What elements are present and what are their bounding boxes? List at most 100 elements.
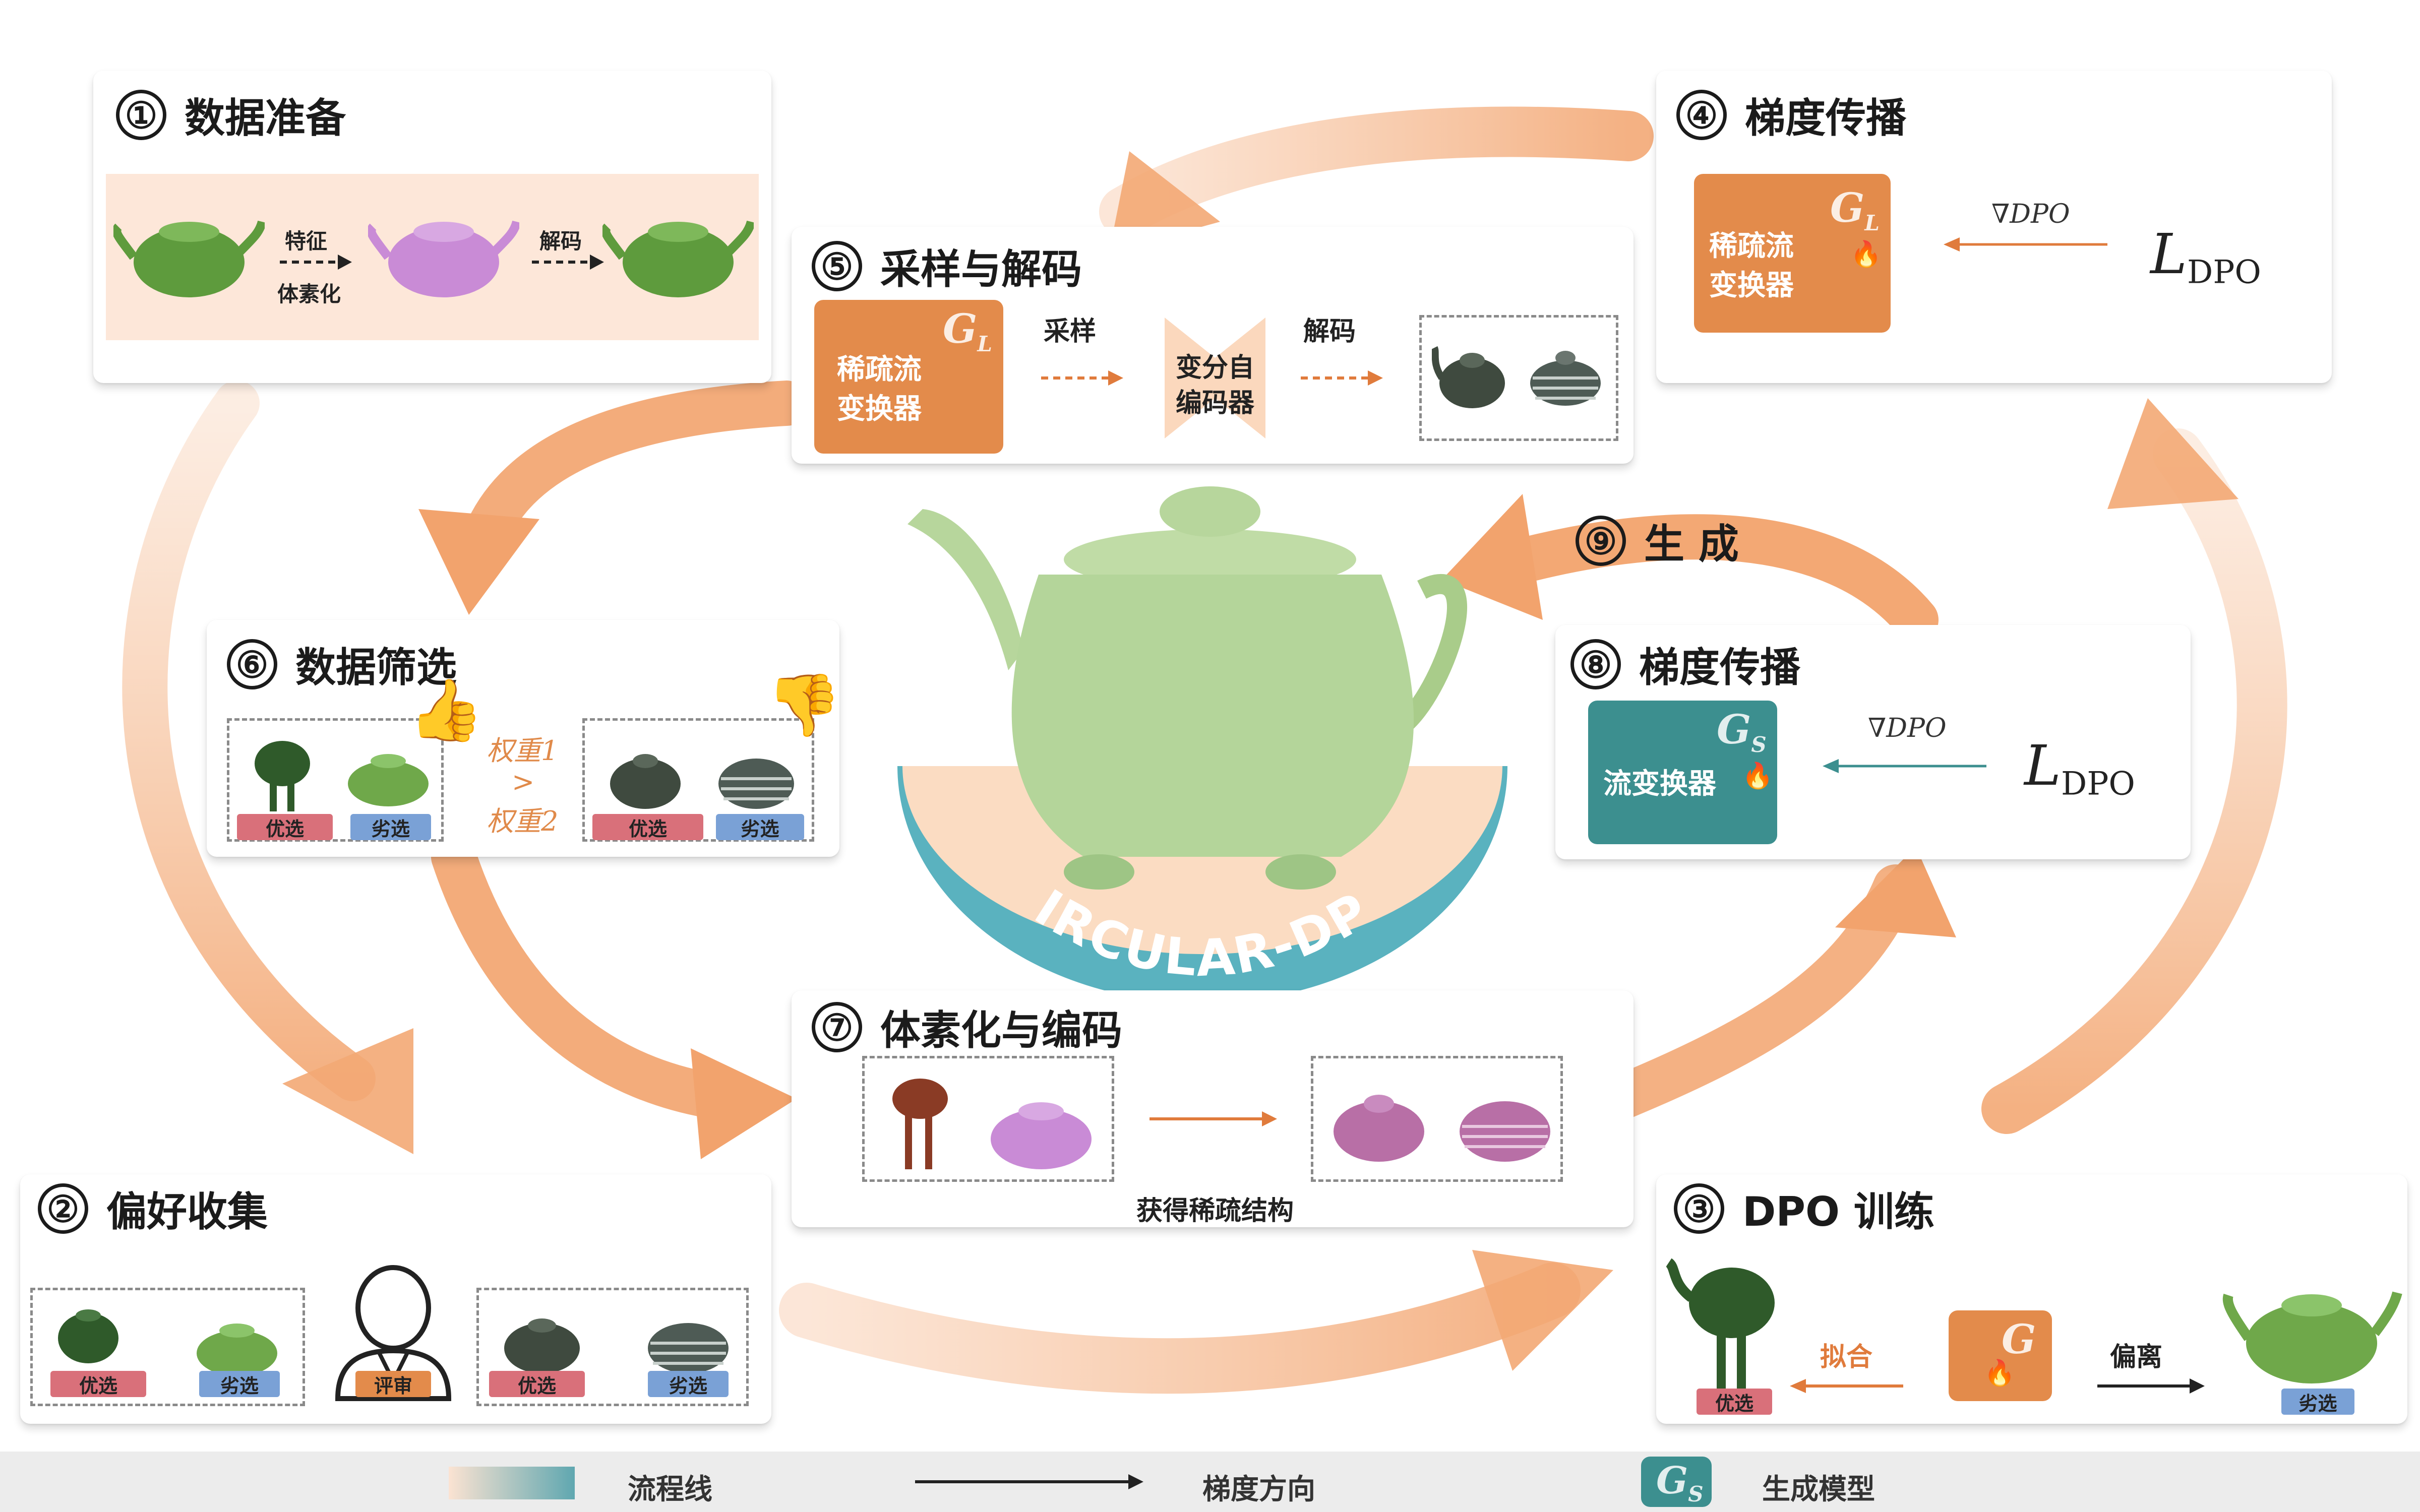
decode-label: 解码: [539, 229, 582, 254]
voxel-pink-2: [1460, 1101, 1550, 1162]
sample-label: 采样: [1044, 317, 1097, 347]
lose-tag: 劣选: [2281, 1389, 2354, 1415]
lose-tag: 劣选: [716, 814, 804, 840]
reviewer-icon: [335, 1265, 452, 1401]
step-title-text: 梯度传播: [1639, 644, 1800, 691]
teapot-green: [197, 1324, 277, 1376]
step-title-text: DPO 训练: [1742, 1188, 1934, 1235]
teapot-brown: [892, 1079, 948, 1169]
arrow-icon: [1301, 370, 1383, 386]
legend-pipeline-swatch: [449, 1467, 575, 1499]
step-number: ⑦: [812, 1002, 862, 1052]
pair-group-1: 优选 劣选: [227, 718, 444, 842]
arrowhead-7-8: [1835, 847, 1956, 937]
pot-striped: [718, 759, 794, 809]
step-title-text: 数据筛选: [295, 644, 457, 691]
teapot-green: [348, 754, 429, 806]
teapot-green: [2222, 1291, 2402, 1383]
arrowhead-2-3: [1472, 1250, 1613, 1371]
win-tag: 优选: [1697, 1389, 1772, 1415]
win-tag: 优选: [237, 814, 333, 840]
win-tag: 优选: [489, 1371, 585, 1397]
block-label: 流变换器: [1603, 768, 1716, 800]
arrowhead-9: [1442, 494, 1543, 620]
teapot-dark: [504, 1318, 580, 1373]
step-number: ⑤: [812, 241, 862, 291]
arrow-icon: [1041, 370, 1123, 386]
pair-group-1: 优选 劣选: [30, 1288, 305, 1406]
step-number: ④: [1676, 90, 1727, 140]
teapot-darkgreen: [1666, 1258, 1775, 1389]
teapot-darkgreen: [58, 1309, 118, 1363]
step3-box: ③ DPO 训练 优选 拟合 G 🔥 偏离 劣选: [1656, 1174, 2407, 1424]
step2-box: ② 偏好收集 优选 劣选 评审 优选 劣选: [20, 1174, 771, 1424]
block-label: 稀疏流 变换器: [1709, 230, 1794, 302]
fire-icon: 🔥: [1850, 239, 1882, 269]
flow-transformer-block: GS 流变换器 🔥: [1588, 701, 1777, 844]
step8-title: ⑧ 梯度传播: [1570, 635, 1800, 694]
teapot-pink: [991, 1102, 1092, 1169]
input-pair: [862, 1056, 1114, 1182]
legend-model-label: 生成模型: [1762, 1473, 1875, 1506]
voxel-pink-1: [1334, 1095, 1424, 1162]
step7-title: ⑦ 体素化与编码: [812, 998, 1122, 1056]
reviewer-tag: 评审: [355, 1371, 431, 1397]
gradient-arrow: [1823, 759, 1986, 773]
block-label: 稀疏流 变换器: [837, 353, 922, 425]
arrowhead-5-6: [418, 509, 539, 615]
fire-icon: 🔥: [1984, 1358, 2016, 1388]
feat-bottom-label: 体素化: [277, 282, 341, 306]
vae-label: 变分自 编码器: [1175, 353, 1254, 418]
weight-gt: >: [512, 766, 535, 798]
step4-box: ④ 梯度传播 GL 稀疏流 变换器 🔥 ∇DPO LDPO: [1656, 71, 2332, 383]
lose-tag: 劣选: [350, 814, 431, 840]
step-title-text: 偏好收集: [106, 1188, 268, 1235]
sparse-structure-pair: [1311, 1056, 1563, 1182]
arrow-icon: [2097, 1378, 2205, 1394]
teapot-darkgreen: [255, 741, 310, 811]
teapot-green: [602, 220, 754, 297]
teapot-pink: [368, 220, 519, 297]
legend: 流程线 梯度方向 GS 生成模型: [0, 1452, 2420, 1512]
sparse-flow-transformer-block: GL 稀疏流 变换器 🔥: [1694, 174, 1891, 333]
loss-label: LDPO: [2150, 222, 2261, 291]
legend-model-icon: GS: [1641, 1457, 1712, 1507]
legend-grad-label: 梯度方向: [1202, 1473, 1315, 1506]
fit-arrow: [1790, 1379, 1903, 1393]
pot-striped: [1530, 351, 1601, 406]
fire-icon: 🔥: [1742, 761, 1774, 790]
deviate-label: 偏离: [2110, 1342, 2163, 1372]
prep-strip: 特征 体素化 解码: [106, 174, 759, 340]
feat-top-label: 特征: [285, 229, 328, 254]
weight-2: 权重2: [487, 805, 559, 837]
step-title-text: 采样与解码: [880, 246, 1082, 293]
vae-bowtie: [1165, 318, 1265, 438]
lose-tag: 劣选: [648, 1371, 729, 1397]
step-title-text: 生 成: [1644, 521, 1739, 568]
step5-box: ⑤ 采样与解码 GL 稀疏流 变换器 采样 变分自 编码器 解码: [792, 227, 1634, 464]
step3-title: ③ DPO 训练: [1674, 1179, 1934, 1238]
legend-pipeline-label: 流程线: [628, 1473, 712, 1506]
win-tag: 优选: [50, 1371, 146, 1397]
step-title-text: 梯度传播: [1745, 95, 1906, 142]
sparse-flow-transformer-block: GL 稀疏流 变换器: [814, 300, 1003, 454]
teapot-green: [113, 220, 265, 297]
gradient-label: ∇DPO: [1991, 199, 2070, 229]
model-block: G 🔥: [1949, 1310, 2052, 1401]
step-number: ⑧: [1570, 639, 1621, 689]
step-number: ⑨: [1576, 516, 1626, 566]
step8-box: ⑧ 梯度传播 GS 流变换器 🔥 ∇DPO LDPO: [1555, 625, 2191, 859]
decode-label: 解码: [1303, 317, 1356, 347]
step-number: ⑥: [227, 639, 277, 689]
arrow-icon: [280, 255, 352, 270]
arrow-icon: [1150, 1111, 1277, 1126]
arrow-icon: [532, 255, 604, 270]
step9-title: ⑨ 生 成: [1576, 512, 1739, 570]
step-title-text: 体素化与编码: [880, 1007, 1122, 1054]
pair-group-2: 优选 劣选: [582, 718, 814, 842]
legend-arrow-icon: [915, 1474, 1143, 1489]
weight-1: 权重1: [487, 735, 559, 767]
fit-label: 拟合: [1820, 1342, 1873, 1372]
lose-tag: 劣选: [199, 1371, 280, 1397]
